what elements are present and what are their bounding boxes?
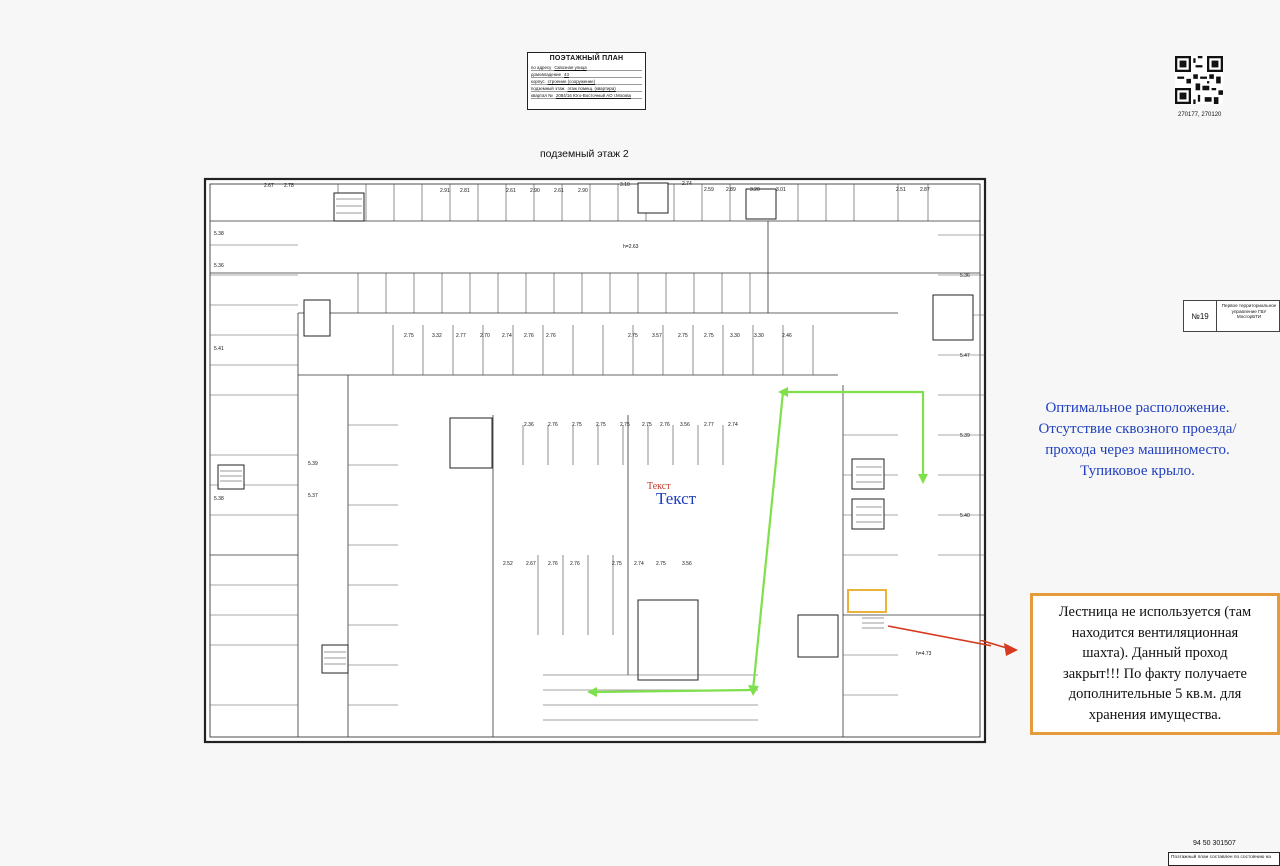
dim-label: 5.38 — [214, 496, 224, 502]
annotation-line: Оптимальное расположение. — [1045, 400, 1230, 416]
stairwells — [217, 182, 974, 681]
annotation-optimal: Оптимальное расположение. Отсутствие скв… — [1005, 398, 1270, 482]
plan-label-small: Текст — [647, 481, 671, 492]
dim-label: 2.75 — [572, 422, 582, 428]
annotation-line: шахта). Данный проход — [1082, 645, 1228, 661]
bottom-note: Поэтажный план составлен по состоянию на — [1168, 852, 1280, 866]
route-arrows — [591, 390, 925, 694]
qr-numbers: 270177, 270120 — [1178, 112, 1222, 118]
dim-label: 2.46 — [782, 333, 792, 339]
dim-label: 3.30 — [754, 333, 764, 339]
dim-label: 5.47 — [960, 353, 970, 359]
dim-label: 3.57 — [652, 333, 662, 339]
dim-label: 2.89 — [726, 187, 736, 193]
annotation-stair: Лестница не используется (там находится … — [1030, 593, 1280, 735]
dim-label: 2.75 — [620, 422, 630, 428]
annotation-line: находится вентиляционная — [1071, 624, 1239, 641]
dim-label: 2.76 — [524, 333, 534, 339]
dim-label: 2.78 — [284, 183, 294, 189]
dim-label: 3.32 — [432, 333, 442, 339]
dim-label: 3.56 — [682, 561, 692, 567]
red-arrow — [887, 625, 991, 647]
annotation-line: прохода через машиноместо. — [1045, 442, 1230, 458]
dim-label: 3.56 — [680, 422, 690, 428]
annotation-line: закрыт!!! По факту получаете — [1063, 665, 1247, 682]
annotation-line: Отсутствие сквозного проезда/ — [1038, 421, 1237, 437]
dim-label: 2.75 — [404, 333, 414, 339]
dim-label: 2.75 — [704, 333, 714, 339]
arrowheads — [587, 387, 928, 697]
dim-label: 5.36 — [214, 263, 224, 269]
dim-label: 2.70 — [480, 333, 490, 339]
dim-label: 2.76 — [660, 422, 670, 428]
stamp-text: Первое территориальное управление ГБУ Мо… — [1221, 303, 1277, 319]
dim-label: 2.52 — [503, 561, 513, 567]
annotation-line: хранения имущества. — [1088, 706, 1222, 723]
dim-label: 2.76 — [570, 561, 580, 567]
dim-label: 2.75 — [678, 333, 688, 339]
dim-label: 2.51 — [896, 187, 906, 193]
dim-label: 2.67 — [264, 183, 274, 189]
dim-label: 3.20 — [750, 187, 760, 193]
bottom-code: 94 50 301507 — [1193, 840, 1236, 847]
floor-plan: 2.67 2.78 2.91 2.81 2.61 2.90 2.61 2.90 … — [203, 177, 991, 744]
dim-label: 3.30 — [730, 333, 740, 339]
dim-label: 2.74 — [728, 422, 738, 428]
dim-label: 2.75 — [612, 561, 622, 567]
dim-label: 5.36 — [960, 273, 970, 279]
dim-label: 5.38 — [214, 231, 224, 237]
dim-label: 2.76 — [548, 561, 558, 567]
dim-label: 3.10 — [620, 182, 630, 188]
dim-label: 2.74 — [502, 333, 512, 339]
dim-label: 2.75 — [596, 422, 606, 428]
bti-stamp: №19 Первое территориальное управление ГБ… — [1183, 300, 1280, 332]
height-note: h=4.73 — [916, 651, 932, 657]
stair-steps — [220, 198, 884, 665]
dim-label: 2.74 — [634, 561, 644, 567]
plan-label-big: Текст — [656, 489, 697, 508]
dim-label: 5.39 — [308, 461, 318, 467]
dim-label: 2.67 — [526, 561, 536, 567]
dim-label: 2.75 — [628, 333, 638, 339]
dim-label: 2.76 — [546, 333, 556, 339]
dim-label: 2.75 — [642, 422, 652, 428]
title-block-heading: ПОЭТАЖНЫЙ ПЛАН — [549, 55, 624, 62]
annotation-line: Лестница не используется (там — [1058, 604, 1252, 620]
dim-label: 2.90 — [578, 188, 588, 194]
dim-label: 2.61 — [506, 188, 516, 194]
dim-label: 2.76 — [548, 422, 558, 428]
red-arrowhead-icon — [980, 640, 1018, 656]
highlighted-stair-cell — [847, 589, 887, 613]
dim-label: 2.87 — [920, 187, 930, 193]
annotation-line: дополнительные 5 кв.м. для — [1068, 686, 1242, 702]
dimension-labels: 2.67 2.78 2.91 2.81 2.61 2.90 2.61 2.90 … — [214, 181, 970, 657]
dim-label: 2.59 — [704, 187, 714, 193]
dim-label: 2.81 — [460, 188, 470, 194]
dim-label: 3.01 — [776, 187, 786, 193]
dim-label: 2.61 — [554, 188, 564, 194]
dim-label: 2.75 — [656, 561, 666, 567]
side-bays — [210, 234, 985, 706]
dim-label: 5.40 — [960, 513, 970, 519]
dim-label: 2.77 — [456, 333, 466, 339]
dim-label: 2.36 — [524, 422, 534, 428]
stamp-number: №19 — [1184, 301, 1217, 331]
dim-label: 5.37 — [308, 493, 318, 499]
dim-label: 5.39 — [960, 433, 970, 439]
dim-label: 2.91 — [440, 188, 450, 194]
dim-label: 2.77 — [704, 422, 714, 428]
dim-label: 2.74 — [682, 181, 692, 187]
height-note: h=2.63 — [623, 244, 639, 250]
annotation-line: Тупиковое крыло. — [1080, 463, 1195, 479]
dim-label: 5.41 — [214, 346, 224, 352]
dim-label: 2.90 — [530, 188, 540, 194]
qr-code-icon — [1175, 56, 1223, 104]
floor-label: подземный этаж 2 — [540, 148, 629, 160]
